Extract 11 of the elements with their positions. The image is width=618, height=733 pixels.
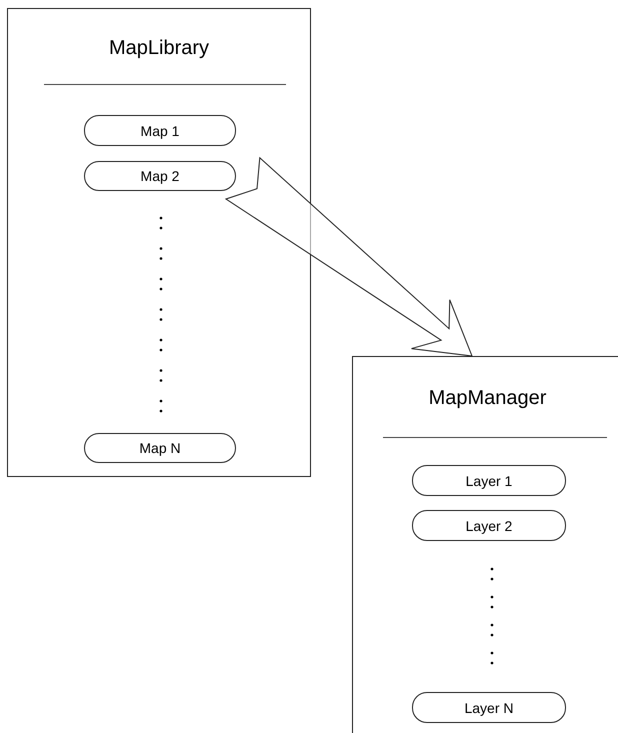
list-item-pill: Layer N	[412, 692, 566, 723]
class-title: MapManager	[428, 387, 548, 410]
list-item-pill: Layer 1	[412, 465, 566, 496]
class-box	[7, 8, 311, 477]
list-item-pill: Layer 2	[412, 510, 566, 541]
class-title: MapLibrary	[108, 37, 210, 60]
list-item-pill: Map 1	[84, 115, 236, 146]
list-item-pill: Map N	[84, 433, 236, 463]
class-box	[352, 356, 618, 733]
list-item-pill: Map 2	[84, 161, 236, 191]
block-arrow	[224, 156, 473, 357]
